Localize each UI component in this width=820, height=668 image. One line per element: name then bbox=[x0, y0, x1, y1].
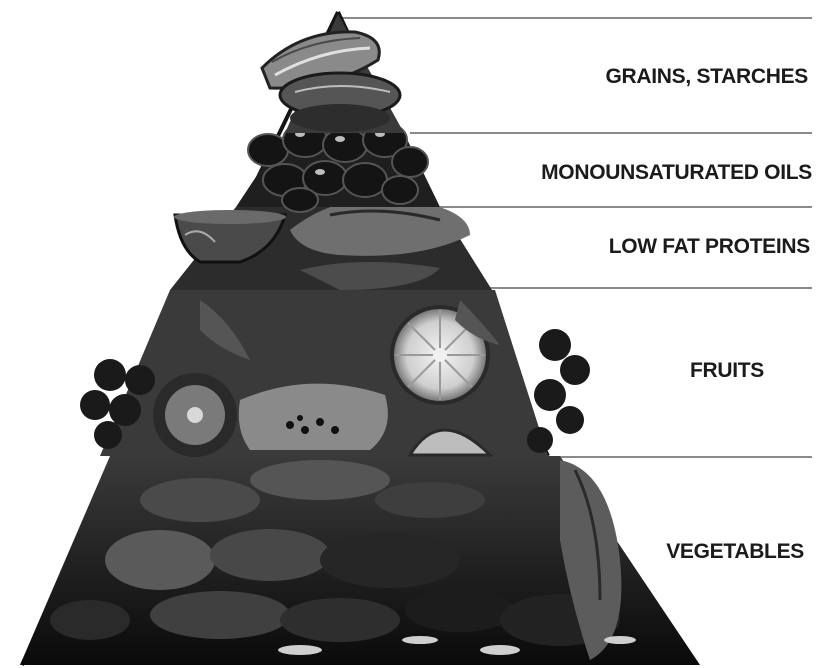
tier-label-grains-starches: GRAINS, STARCHES bbox=[606, 66, 809, 87]
oils-illustration bbox=[236, 123, 440, 212]
tier-label-monounsaturated-oils: MONOUNSATURATED OILS bbox=[541, 162, 812, 183]
fruits-illustration bbox=[80, 290, 590, 457]
tier-label-vegetables: VEGETABLES bbox=[666, 541, 804, 562]
vegetables-illustration bbox=[20, 456, 700, 665]
tier-label-low-fat-proteins: LOW FAT PROTEINS bbox=[609, 236, 810, 257]
tier-label-fruits: FRUITS bbox=[690, 360, 764, 381]
proteins-illustration bbox=[170, 198, 492, 290]
grains-illustration bbox=[262, 14, 404, 133]
